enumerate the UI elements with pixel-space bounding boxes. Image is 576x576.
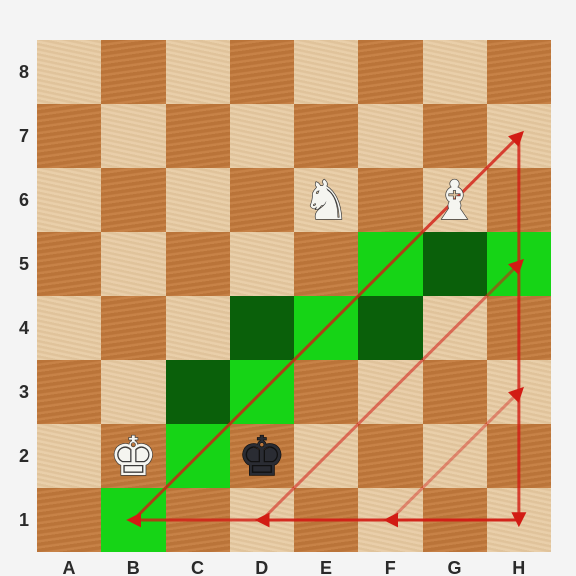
square-f4[interactable] [358,296,422,360]
square-c7[interactable] [166,104,230,168]
square-f8[interactable] [358,40,422,104]
square-g6[interactable] [423,168,487,232]
file-label-h: H [487,558,551,576]
square-b5[interactable] [101,232,165,296]
rank-label-6: 6 [14,190,34,210]
rank-label-5: 5 [14,254,34,274]
square-a8[interactable] [37,40,101,104]
square-a2[interactable] [37,424,101,488]
square-c5[interactable] [166,232,230,296]
square-d4[interactable] [230,296,294,360]
square-c1[interactable] [166,488,230,552]
square-h5[interactable] [487,232,551,296]
square-e5[interactable] [294,232,358,296]
square-d8[interactable] [230,40,294,104]
rank-label-2: 2 [14,446,34,466]
file-label-f: F [358,558,422,576]
square-g5[interactable] [423,232,487,296]
square-h7[interactable] [487,104,551,168]
square-c4[interactable] [166,296,230,360]
square-a6[interactable] [37,168,101,232]
file-label-d: D [230,558,294,576]
square-g8[interactable] [423,40,487,104]
square-a5[interactable] [37,232,101,296]
chessboard: ♞♝♚♚ [37,40,551,552]
square-e1[interactable] [294,488,358,552]
square-b4[interactable] [101,296,165,360]
square-f6[interactable] [358,168,422,232]
square-f2[interactable] [358,424,422,488]
rank-label-8: 8 [14,62,34,82]
square-a3[interactable] [37,360,101,424]
square-h2[interactable] [487,424,551,488]
square-c8[interactable] [166,40,230,104]
square-g1[interactable] [423,488,487,552]
rank-label-7: 7 [14,126,34,146]
square-e7[interactable] [294,104,358,168]
file-label-a: A [37,558,101,576]
square-b8[interactable] [101,40,165,104]
square-g4[interactable] [423,296,487,360]
file-label-b: B [101,558,165,576]
square-h8[interactable] [487,40,551,104]
square-d1[interactable] [230,488,294,552]
square-e3[interactable] [294,360,358,424]
square-a7[interactable] [37,104,101,168]
square-e6[interactable] [294,168,358,232]
square-d2[interactable] [230,424,294,488]
square-e8[interactable] [294,40,358,104]
square-f5[interactable] [358,232,422,296]
square-b7[interactable] [101,104,165,168]
square-g7[interactable] [423,104,487,168]
square-b2[interactable] [101,424,165,488]
square-b3[interactable] [101,360,165,424]
square-g3[interactable] [423,360,487,424]
square-c2[interactable] [166,424,230,488]
file-label-g: G [423,558,487,576]
rank-label-3: 3 [14,382,34,402]
square-e2[interactable] [294,424,358,488]
square-d7[interactable] [230,104,294,168]
rank-label-4: 4 [14,318,34,338]
file-label-c: C [166,558,230,576]
square-a1[interactable] [37,488,101,552]
square-d5[interactable] [230,232,294,296]
square-c3[interactable] [166,360,230,424]
square-h4[interactable] [487,296,551,360]
square-d3[interactable] [230,360,294,424]
square-a4[interactable] [37,296,101,360]
square-h6[interactable] [487,168,551,232]
square-h1[interactable] [487,488,551,552]
square-f7[interactable] [358,104,422,168]
square-g2[interactable] [423,424,487,488]
square-c6[interactable] [166,168,230,232]
rank-label-1: 1 [14,510,34,530]
square-f3[interactable] [358,360,422,424]
square-h3[interactable] [487,360,551,424]
square-b6[interactable] [101,168,165,232]
square-e4[interactable] [294,296,358,360]
file-label-e: E [294,558,358,576]
square-f1[interactable] [358,488,422,552]
square-d6[interactable] [230,168,294,232]
square-b1[interactable] [101,488,165,552]
